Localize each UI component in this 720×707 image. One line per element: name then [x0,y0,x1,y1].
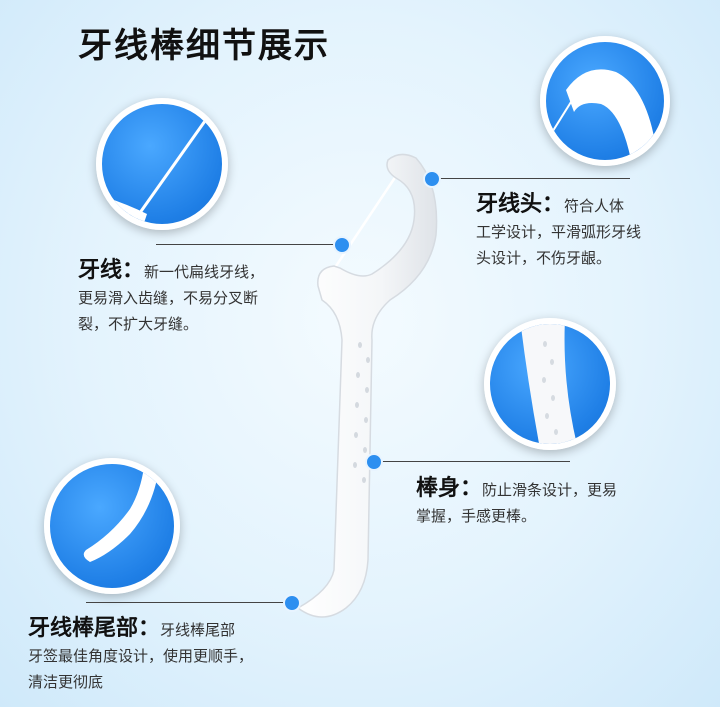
head-description: 牙线头：符合人体 工学设计，平滑弧形牙线 头设计，不伤牙龈。 [476,192,716,271]
body-description: 棒身：防止滑条设计，更易 掌握，手感更棒。 [416,476,706,529]
floss-heading: 牙线： [78,258,145,283]
floss-text-3: 裂，不扩大牙缝。 [78,315,199,333]
head-detail-circle [540,36,670,166]
tail-text-1: 牙线棒尾部 [160,621,236,639]
head-text-1: 符合人体 [564,197,625,215]
floss-pick-body [296,153,438,618]
floss-thread [330,169,402,273]
page-title: 牙线棒细节展示 [78,26,330,66]
floss-description: 牙线：新一代扁线牙线， 更易滑入齿缝，不易分叉断 裂，不扩大牙缝。 [78,258,338,337]
tail-pointer-line [86,602,290,603]
floss-marker-dot [333,236,351,254]
head-text-2: 工学设计，平滑弧形牙线 [476,223,642,241]
floss-pointer-line [156,244,340,245]
head-heading: 牙线头： [476,192,565,217]
head-marker-dot [423,170,441,188]
head-pointer-line [430,178,630,179]
floss-text-1: 新一代扁线牙线， [144,263,265,281]
floss-text-2: 更易滑入齿缝，不易分叉断 [78,289,259,307]
tail-text-3: 清洁更彻底 [28,673,104,691]
body-heading: 棒身： [416,476,483,501]
head-text-3: 头设计，不伤牙龈。 [476,249,612,267]
body-marker-dot [365,453,383,471]
tail-text-2: 牙签最佳角度设计，使用更顺手， [28,647,254,665]
tail-description: 牙线棒尾部：牙线棒尾部 牙签最佳角度设计，使用更顺手， 清洁更彻底 [28,616,328,695]
body-detail-circle [484,318,616,450]
tail-heading: 牙线棒尾部： [28,616,161,641]
body-pointer-line [372,461,570,462]
grip-texture [353,342,370,483]
tail-marker-dot [283,594,301,612]
body-text-2: 掌握，手感更棒。 [416,507,537,525]
floss-detail-circle [96,98,228,230]
tail-detail-circle [44,458,180,594]
body-text-1: 防止滑条设计，更易 [482,481,618,499]
